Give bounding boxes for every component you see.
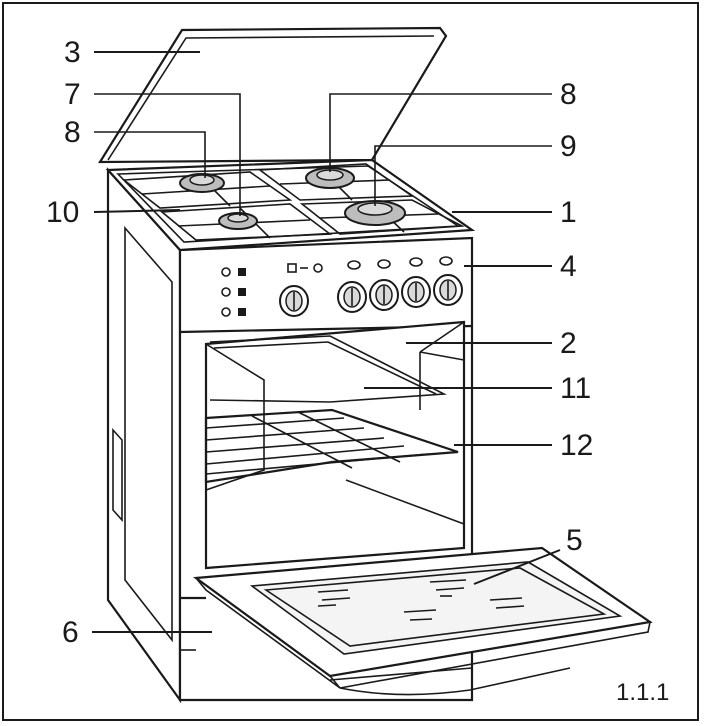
burner-knob-4 bbox=[433, 274, 463, 306]
oven-thermostat-knob bbox=[279, 285, 309, 317]
callouts: 3 7 8 8 9 10 1 4 2 11 12 5 6 1.1.1 bbox=[46, 36, 669, 706]
burner-knob-2 bbox=[369, 279, 399, 311]
callout-9: 9 bbox=[560, 130, 577, 163]
oven-cavity bbox=[204, 320, 466, 570]
callout-6: 6 bbox=[62, 616, 79, 649]
callout-5: 5 bbox=[566, 524, 583, 557]
callout-4: 4 bbox=[560, 250, 577, 283]
lid bbox=[98, 26, 448, 164]
callout-12: 12 bbox=[560, 429, 593, 462]
callout-3: 3 bbox=[64, 36, 81, 69]
burner-rear-right bbox=[305, 167, 355, 189]
callout-8-left: 8 bbox=[64, 116, 81, 149]
burner-knob-3 bbox=[401, 276, 431, 308]
callout-11: 11 bbox=[560, 372, 591, 405]
leader-lines bbox=[92, 51, 561, 633]
baking-tray bbox=[209, 335, 447, 403]
figure-number: 1.1.1 bbox=[616, 679, 669, 706]
burner-rear-left bbox=[179, 173, 225, 193]
oven-door bbox=[192, 546, 653, 696]
callout-10: 10 bbox=[46, 196, 79, 229]
storage-compartment bbox=[180, 596, 473, 681]
callout-8-right: 8 bbox=[560, 78, 577, 111]
burner-front-left bbox=[218, 212, 258, 230]
callout-2: 2 bbox=[560, 327, 577, 360]
oven-shelf-rack bbox=[204, 408, 459, 484]
burner-knob-1 bbox=[337, 281, 367, 313]
callout-7: 7 bbox=[64, 78, 81, 111]
control-panel bbox=[179, 256, 473, 334]
callout-1: 1 bbox=[560, 196, 577, 229]
